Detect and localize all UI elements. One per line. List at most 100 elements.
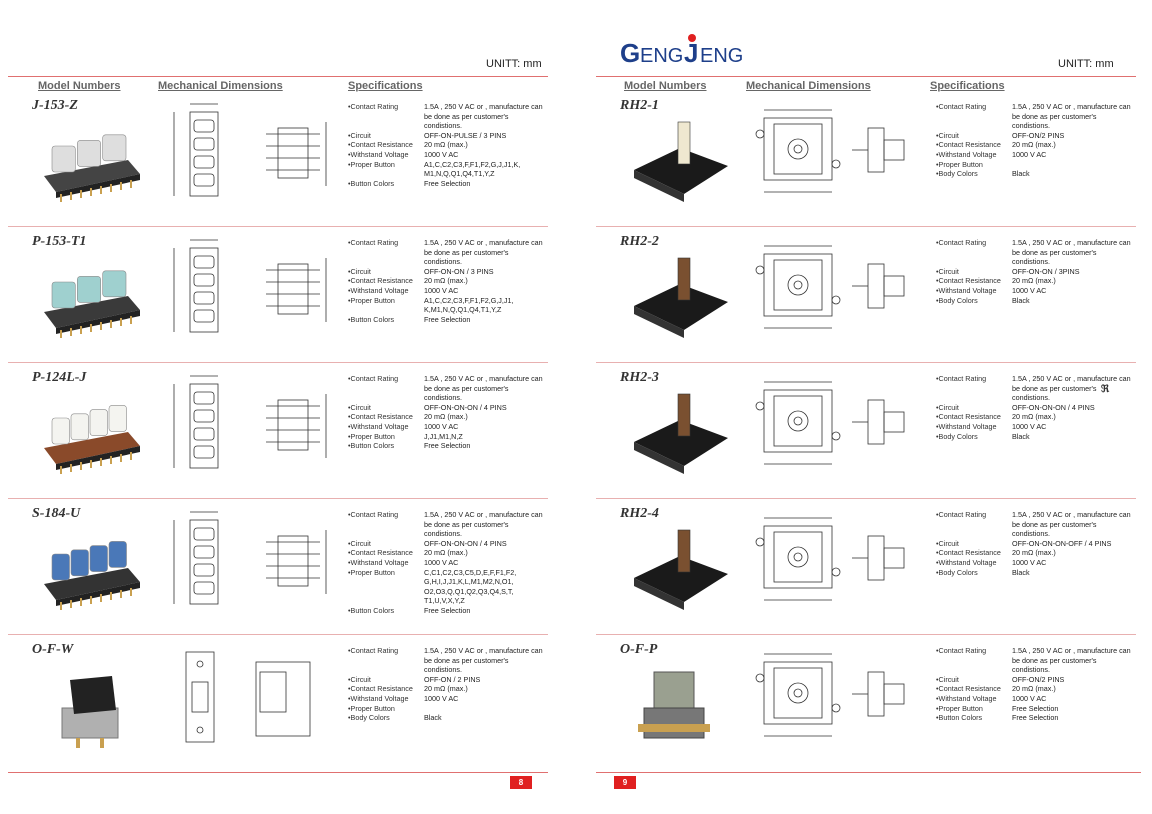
spec-label: Withstand Voltage bbox=[348, 558, 424, 568]
spec-label: Proper Button bbox=[348, 432, 424, 442]
model-number: O-F-P bbox=[620, 642, 658, 657]
spec-value: C,C1,C2,C3,C5,D,E,F,F1,F2, G,H,I,J,J1,K,… bbox=[424, 567, 517, 606]
switch-photo bbox=[44, 405, 140, 474]
product-photo bbox=[36, 658, 148, 754]
entry-divider bbox=[596, 226, 1136, 227]
spec-label: Withstand Voltage bbox=[348, 150, 424, 160]
dimension-drawing bbox=[748, 370, 930, 482]
dimension-drawing bbox=[160, 642, 342, 754]
mechanical-drawing bbox=[185, 651, 311, 743]
spec-label: Body Colors bbox=[936, 432, 1012, 442]
spec-label: Contact Rating bbox=[348, 102, 424, 131]
product-photo bbox=[624, 250, 736, 346]
switch-photo bbox=[634, 121, 728, 202]
spec-value: OFF-ON/2 PINS bbox=[1012, 130, 1065, 140]
spec-value: 1.5A , 250 V AC or , manufacture can be … bbox=[424, 646, 543, 675]
spec-value: Black bbox=[1012, 169, 1030, 179]
spec-label: Contact Rating bbox=[348, 646, 424, 675]
svg-text:ENG: ENG bbox=[640, 45, 683, 66]
unit-label-right: UNITT: mm bbox=[1058, 58, 1114, 70]
spec-value: 1.5A , 250 V AC or , manufacture can be … bbox=[1012, 102, 1131, 131]
product-photo bbox=[624, 522, 736, 618]
svg-text:G: G bbox=[620, 38, 639, 66]
mechanical-drawing bbox=[173, 239, 327, 333]
mechanical-drawing bbox=[755, 381, 905, 465]
spec-label: Circuit bbox=[936, 675, 1012, 685]
spec-label: Contact Rating bbox=[348, 510, 424, 539]
dimension-drawing bbox=[748, 98, 930, 210]
spec-label: Button Colors bbox=[936, 713, 1012, 723]
spec-label: Contact Rating bbox=[936, 102, 1012, 131]
spec-value: OFF-ON-ON-ON-OFF / 4 PINS bbox=[1012, 538, 1112, 548]
column-header-model: Model Numbers bbox=[38, 80, 121, 92]
product-photo bbox=[624, 386, 736, 482]
page-number: 8 bbox=[510, 776, 532, 789]
spec-value: Free Selection bbox=[424, 441, 471, 451]
switch-photo bbox=[634, 393, 728, 474]
spec-label: Proper Button bbox=[936, 704, 1012, 714]
footer-rule bbox=[8, 772, 548, 773]
spec-label: Withstand Voltage bbox=[936, 694, 1012, 704]
spec-value: OFF-ON-PULSE / 3 PINS bbox=[424, 130, 507, 140]
spec-value: 20 mΩ (max.) bbox=[1012, 412, 1056, 422]
dimension-drawing bbox=[748, 506, 930, 618]
entry-divider bbox=[8, 226, 548, 227]
spec-value: 20 mΩ (max.) bbox=[424, 276, 468, 286]
spec-value: 1.5A , 250 V AC or , manufacture can be … bbox=[424, 102, 543, 131]
spec-label: Body Colors bbox=[936, 568, 1012, 578]
spec-label: Contact Resistance bbox=[348, 412, 424, 422]
dimension-drawing bbox=[160, 506, 342, 618]
spec-label: Contact Rating bbox=[936, 510, 1012, 539]
entry-divider bbox=[596, 362, 1136, 363]
dimension-drawing bbox=[160, 370, 342, 482]
switch-photo bbox=[634, 529, 728, 610]
spec-label: Withstand Voltage bbox=[936, 422, 1012, 432]
spec-label: Withstand Voltage bbox=[348, 286, 424, 296]
spec-label: Contact Resistance bbox=[936, 276, 1012, 286]
spec-label: Withstand Voltage bbox=[936, 558, 1012, 568]
column-header-specifications-right: Specifications bbox=[930, 80, 1005, 92]
spec-value: OFF-ON-ON-ON / 4 PINS bbox=[424, 402, 507, 412]
spec-label: Circuit bbox=[348, 403, 424, 413]
product-photo bbox=[36, 522, 148, 618]
spec-label: Circuit bbox=[348, 539, 424, 549]
switch-photo bbox=[634, 257, 728, 338]
model-number: S-184-U bbox=[32, 506, 81, 521]
page-number-right: 9 bbox=[614, 776, 636, 789]
spec-value: 1.5A , 250 V AC or , manufacture can be … bbox=[424, 374, 543, 403]
spec-label: Body Colors bbox=[936, 169, 1012, 179]
spec-row: Proper ButtonA1,C,C2,C3,F,F1,F2,G,J,J1,K… bbox=[348, 160, 548, 179]
